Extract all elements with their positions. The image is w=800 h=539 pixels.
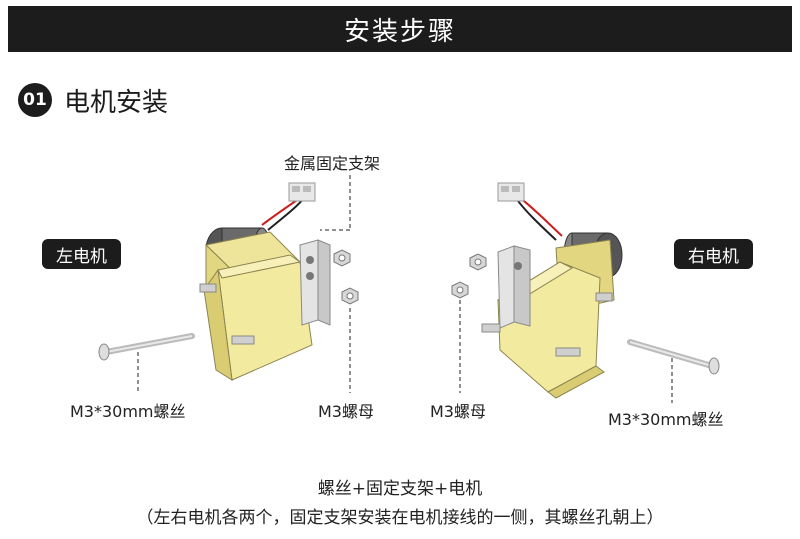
right-motor-assembly bbox=[451, 182, 720, 403]
step-title: 电机安装 bbox=[64, 87, 169, 118]
step-number-badge: 01 bbox=[18, 83, 52, 117]
right-connector-icon bbox=[497, 182, 563, 241]
caption-line-1: 螺丝+固定支架+电机 bbox=[317, 479, 483, 499]
right-motor-tag: 右电机 bbox=[674, 239, 753, 269]
caption-line-2: （左右电机各两个，固定支架安装在电机接线的一侧，其螺丝孔朝上） bbox=[136, 508, 664, 528]
right-screw-icon bbox=[627, 339, 720, 375]
right-bracket-icon bbox=[497, 245, 531, 329]
header-bar: 安装步骤 bbox=[8, 6, 792, 52]
header-title: 安装步骤 bbox=[343, 16, 456, 47]
nut-label-right: M3螺母 bbox=[430, 402, 486, 421]
screw-label-right: M3*30mm螺丝 bbox=[608, 410, 724, 429]
nut-label-left: M3螺母 bbox=[318, 402, 374, 421]
left-gearbox-icon bbox=[199, 231, 313, 381]
left-connector-icon bbox=[261, 182, 316, 231]
left-bracket-icon bbox=[299, 239, 331, 326]
screw-label-left: M3*30mm螺丝 bbox=[70, 402, 186, 421]
right-nut-icon bbox=[451, 253, 487, 299]
left-motor-tag: 左电机 bbox=[42, 239, 121, 269]
left-motor-assembly bbox=[98, 175, 359, 393]
left-screw-icon bbox=[98, 333, 195, 361]
bracket-label: 金属固定支架 bbox=[284, 154, 381, 173]
step-heading: 01 电机安装 bbox=[18, 82, 168, 118]
left-nut-icon bbox=[333, 249, 359, 305]
